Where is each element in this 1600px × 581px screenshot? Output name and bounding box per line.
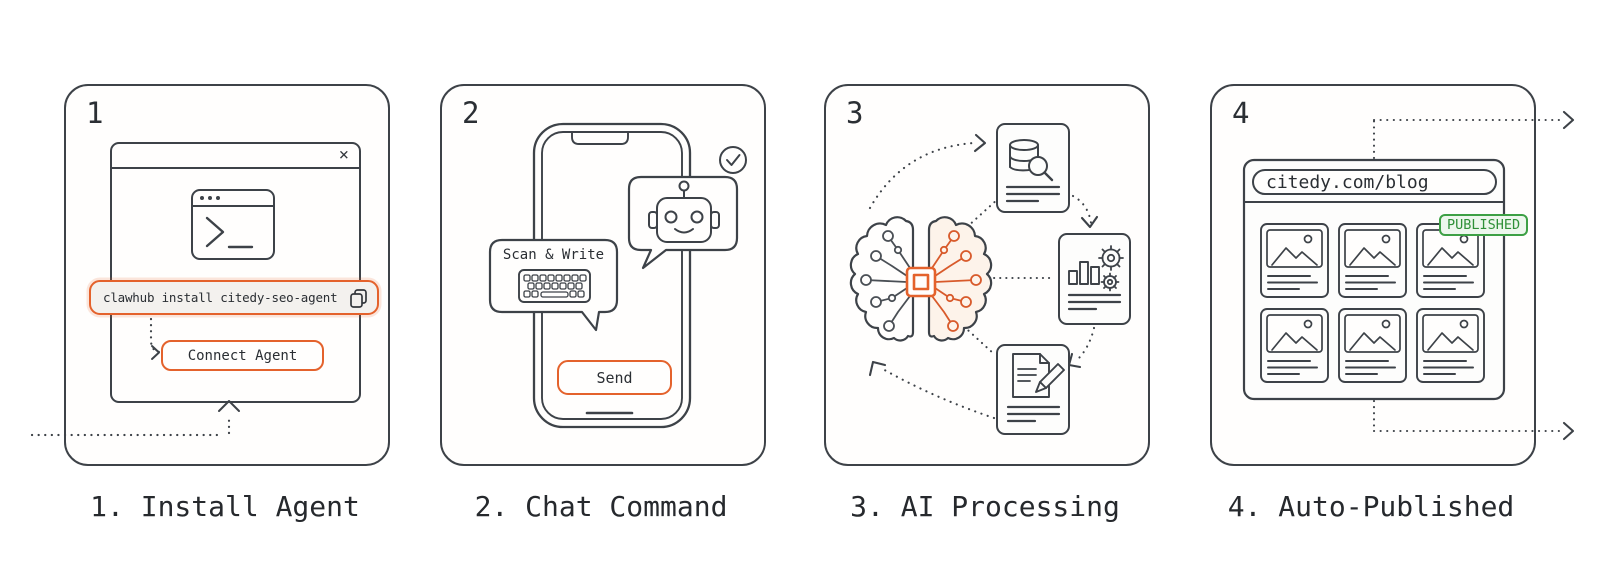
url-text[interactable]: citedy.com/blog (1266, 172, 1429, 193)
database-search-icon (1009, 139, 1054, 182)
bar-chart-icon (1068, 261, 1100, 285)
robot-icon (648, 180, 720, 243)
blog-post-grid[interactable] (1260, 223, 1485, 383)
step-number-3: 3 (846, 96, 864, 130)
outgoing-arrow-top (1372, 110, 1575, 160)
caption-chat-command: 2. Chat Command (474, 490, 728, 523)
writing-card (996, 344, 1070, 435)
step-card-ai-processing: 3 (824, 84, 1150, 466)
connect-agent-label: Connect Agent (187, 347, 298, 364)
cpu-chip-icon (905, 266, 937, 298)
published-panel-lineart (1242, 110, 1575, 441)
step-number-2: 2 (462, 96, 480, 130)
step-card-auto-published: 4 (1210, 84, 1575, 466)
send-button[interactable]: Send (557, 360, 672, 395)
step-number-4: 4 (1232, 96, 1250, 130)
caption-ai-processing: 3. AI Processing (850, 490, 1120, 523)
data-search-card (996, 123, 1070, 213)
step-card-install-agent: 1 × (30, 84, 390, 466)
caption-auto-published: 4. Auto-Published (1227, 490, 1515, 523)
close-icon[interactable]: × (338, 145, 349, 165)
connect-agent-button[interactable]: Connect Agent (161, 340, 324, 371)
terminal-window-titlebar: × (112, 144, 359, 169)
published-badge: PUBLISHED (1439, 214, 1529, 236)
browser-window (1242, 158, 1506, 401)
install-command-text: clawhub install citedy-seo-agent (103, 290, 338, 305)
keyboard-icon (518, 269, 591, 303)
robot-bubble (627, 175, 739, 270)
incoming-arrow (30, 400, 240, 437)
cycle-arrows (868, 133, 1099, 420)
gears-icon (1098, 245, 1124, 292)
ai-brain-icon (849, 216, 993, 342)
send-label: Send (596, 368, 633, 387)
brain-right-nodes (931, 230, 982, 332)
ai-panel-lineart (849, 123, 1131, 435)
step-number-1: 1 (86, 96, 104, 130)
chat-panel-lineart (488, 122, 747, 429)
caption-install-agent: 1. Install Agent (90, 490, 360, 523)
analytics-card (1058, 233, 1131, 325)
document-pencil-icon (1012, 353, 1065, 398)
copy-icon[interactable] (349, 288, 368, 308)
outgoing-arrow-bottom (1372, 399, 1575, 441)
step-card-chat-command: 2 (440, 84, 766, 466)
scan-write-label: Scan & Write (502, 247, 605, 263)
brain-left-nodes (860, 230, 911, 332)
install-command-pill[interactable]: clawhub install citedy-seo-agent (89, 280, 379, 315)
check-badge-icon (719, 146, 747, 174)
